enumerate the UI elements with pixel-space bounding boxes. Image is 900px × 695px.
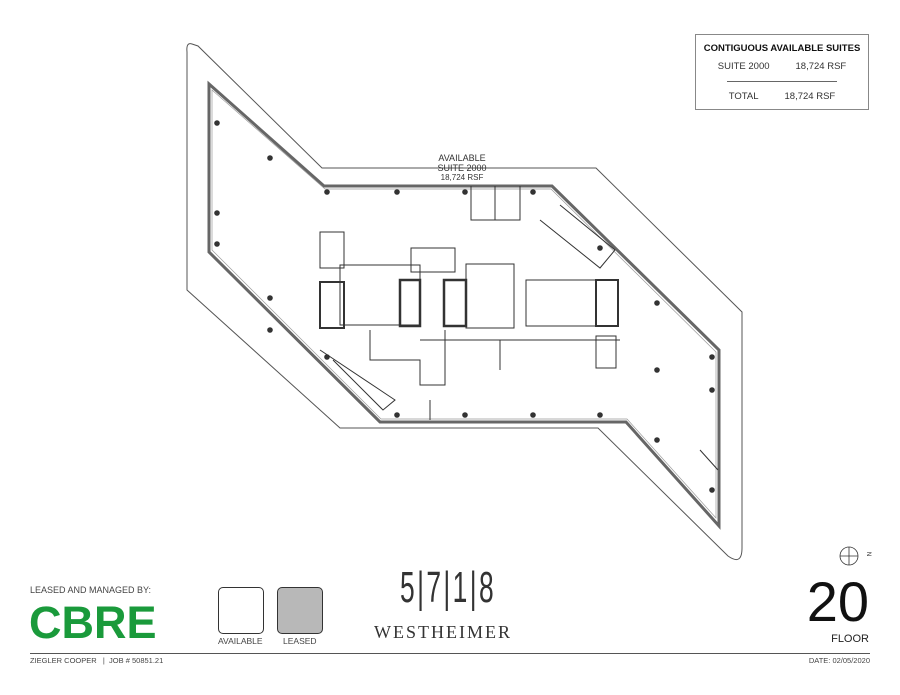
contiguous-suites-box: CONTIGUOUS AVAILABLE SUITES SUITE 2000 1…: [695, 34, 869, 110]
cbre-logo: CBRE: [29, 597, 157, 648]
building-logo-name: WESTHEIMER: [374, 622, 512, 642]
slab-edge: [207, 80, 721, 530]
suite-area: 18,724 RSF: [440, 173, 484, 182]
total-label: TOTAL: [728, 91, 759, 102]
legend-label-available: AVAILABLE: [218, 636, 263, 646]
summary-row: SUITE 2000 18,724 RSF: [696, 61, 868, 72]
total-value: 18,724 RSF: [784, 91, 836, 102]
legend-swatch-available: [218, 587, 264, 634]
summary-divider: [727, 81, 837, 82]
suite-name: SUITE 2000: [437, 163, 487, 173]
suite-label: AVAILABLE SUITE 2000 18,724 RSF: [400, 153, 524, 183]
core: [319, 186, 719, 471]
footer-divider: [30, 653, 870, 654]
suite-status: AVAILABLE: [438, 153, 486, 163]
plan-date: DATE: 02/05/2020: [808, 656, 870, 665]
building-outline: [186, 43, 743, 561]
summary-area: 18,724 RSF: [795, 61, 847, 72]
columns: [214, 120, 715, 493]
north-arrow-icon: [839, 546, 859, 566]
architect-job: ZIEGLER COOPER | JOB # 50851.21: [30, 656, 164, 665]
legend-swatch-leased: [277, 587, 323, 634]
compass-direction: N: [865, 551, 872, 557]
building-logo-number: 5|7|1|8: [400, 563, 497, 612]
summary-title: CONTIGUOUS AVAILABLE SUITES: [703, 43, 861, 54]
managed-by-label: LEASED AND MANAGED BY:: [30, 585, 152, 595]
floor-label: FLOOR: [831, 633, 869, 645]
floor-number: 20: [806, 570, 869, 633]
legend-label-leased: LEASED: [283, 636, 317, 646]
summary-total-row: TOTAL 18,724 RSF: [696, 91, 868, 102]
summary-suite: SUITE 2000: [717, 61, 770, 72]
